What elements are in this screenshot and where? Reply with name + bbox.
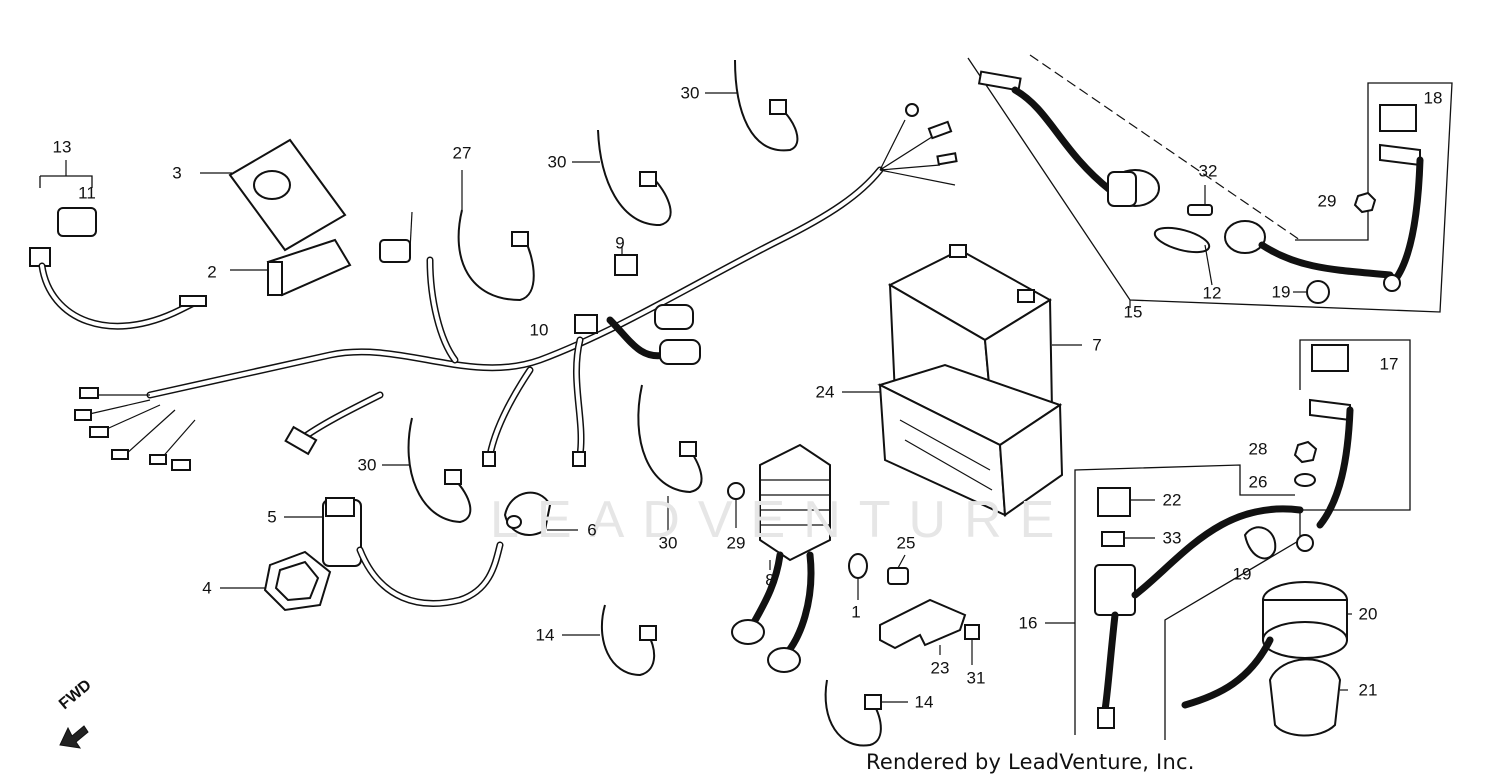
callout-1: 1 xyxy=(851,602,861,622)
assembly-16-frame xyxy=(1045,464,1295,735)
callout-26: 26 xyxy=(1248,472,1268,492)
part-16-starter-relay xyxy=(1094,505,1304,729)
callout-2: 2 xyxy=(207,262,217,282)
watermark: LEADVENTURE xyxy=(490,491,1073,549)
callout-30b: 30 xyxy=(547,152,567,172)
callout-22: 22 xyxy=(1162,490,1182,510)
part-31-bolt xyxy=(964,624,980,665)
strap-30-top-a xyxy=(572,129,672,227)
callout-19b: 19 xyxy=(1232,564,1252,584)
callout-24: 24 xyxy=(815,382,835,402)
callout-14a: 14 xyxy=(535,625,555,645)
part-22-relay xyxy=(1097,487,1155,517)
strap-30-mid-b xyxy=(637,384,703,535)
part-24-battery-box xyxy=(842,363,1064,517)
callout-11: 11 xyxy=(78,183,96,203)
callout-21: 21 xyxy=(1358,680,1378,700)
wire-harness xyxy=(74,103,958,471)
callout-30a: 30 xyxy=(680,83,700,103)
part-33-fuse xyxy=(1101,531,1155,547)
callout-16: 16 xyxy=(1018,613,1038,633)
part-25-collar xyxy=(887,554,909,585)
part-5-coil xyxy=(284,497,504,607)
callout-19a: 19 xyxy=(1271,282,1291,302)
strap-27 xyxy=(457,170,535,302)
callout-13: 13 xyxy=(52,137,72,157)
fwd-arrow-icon xyxy=(59,725,89,749)
callout-7: 7 xyxy=(1092,335,1102,355)
callout-30d: 30 xyxy=(658,533,678,553)
strap-30-mid-a xyxy=(382,417,472,524)
assembly-15-frame xyxy=(967,54,1453,313)
callout-12: 12 xyxy=(1202,283,1222,303)
part-2-module xyxy=(230,238,352,297)
callout-5: 5 xyxy=(267,507,277,527)
part-6-cap xyxy=(503,491,578,536)
strap-30-top-b xyxy=(705,59,799,152)
part-8-regulator xyxy=(731,443,831,673)
credit-text: Rendered by LeadVenture, Inc. xyxy=(866,750,1195,774)
callout-23: 23 xyxy=(930,658,950,678)
part-32-fuse xyxy=(1187,185,1213,216)
strap-14-b xyxy=(824,679,908,747)
part-20-relay xyxy=(1181,581,1352,709)
callout-6: 6 xyxy=(587,520,597,540)
strap-14-a xyxy=(562,604,657,677)
callout-29a: 29 xyxy=(726,533,746,553)
callout-18: 18 xyxy=(1423,88,1443,108)
callout-25: 25 xyxy=(896,533,916,553)
callout-4: 4 xyxy=(202,578,212,598)
part-12-cover xyxy=(1153,226,1213,286)
callout-20: 20 xyxy=(1358,604,1378,624)
part-23-bracket xyxy=(879,598,967,655)
part-1-grommet xyxy=(848,553,868,600)
callout-10: 10 xyxy=(529,320,549,340)
callout-32: 32 xyxy=(1198,161,1218,181)
callout-17: 17 xyxy=(1379,354,1399,374)
callout-8: 8 xyxy=(765,570,775,590)
callout-27: 27 xyxy=(452,143,472,163)
part-19-cap-bottom xyxy=(1243,526,1277,560)
part-17-connector xyxy=(1296,344,1354,552)
part-19-cap-top xyxy=(1293,280,1330,304)
part-15-holder xyxy=(1224,220,1394,279)
callout-9: 9 xyxy=(615,233,625,253)
callout-14b: 14 xyxy=(914,692,934,712)
part-11-connector xyxy=(29,160,207,330)
callout-28: 28 xyxy=(1248,439,1268,459)
part-4-cover xyxy=(220,550,332,612)
part-26-washer xyxy=(1294,473,1316,487)
part-21-cover xyxy=(1268,658,1348,737)
callout-30c: 30 xyxy=(357,455,377,475)
callout-31: 31 xyxy=(966,668,986,688)
part-9-connector xyxy=(614,246,638,276)
part-3-module xyxy=(200,138,347,252)
part-28-nut xyxy=(1293,440,1318,464)
part-18-connector xyxy=(1379,104,1424,292)
callout-29b: 29 xyxy=(1317,191,1337,211)
part-29-nut-right xyxy=(1353,191,1377,214)
callout-33: 33 xyxy=(1162,528,1182,548)
callout-3: 3 xyxy=(172,163,182,183)
callout-15: 15 xyxy=(1123,302,1143,322)
part-29-nut-left xyxy=(727,482,745,528)
part-15-socket xyxy=(977,70,1160,207)
